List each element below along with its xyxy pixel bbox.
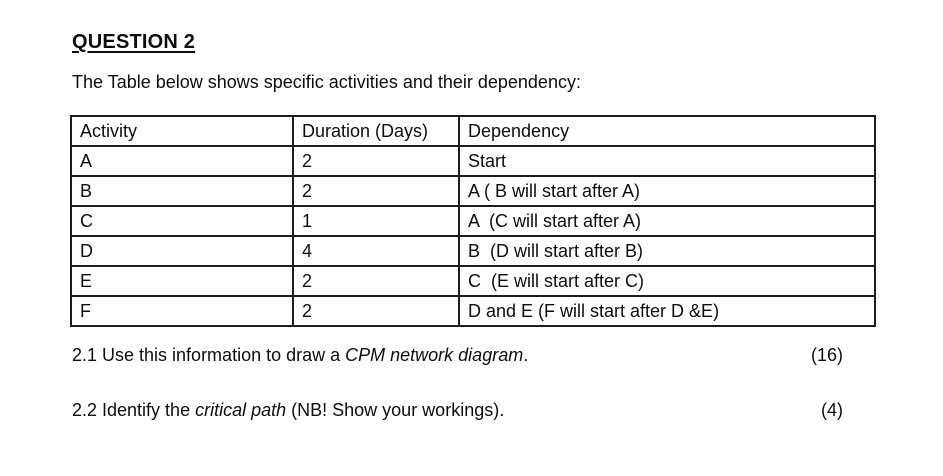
question-2-1-text: 2.1 Use this information to draw a CPM n… xyxy=(72,345,528,366)
table-cell: C xyxy=(70,205,294,237)
table-header-cell: Activity xyxy=(70,115,294,147)
question-2-2-marks: (4) xyxy=(821,400,843,420)
question-2-2-italic: critical path xyxy=(195,400,287,420)
table-cell: 4 xyxy=(292,235,460,267)
table-cell: B xyxy=(70,175,294,207)
table-cell: 2 xyxy=(292,145,460,177)
table-cell: 2 xyxy=(292,295,460,327)
table-cell: 1 xyxy=(292,205,460,237)
question-2-1-italic: CPM network diagram xyxy=(345,345,524,365)
question-2-2-prefix: 2.2 Identify the xyxy=(72,400,196,420)
question-heading: QUESTION 2 xyxy=(72,31,196,53)
question-2-2-suffix: (NB! Show your workings). xyxy=(286,400,505,420)
question-2-1-prefix: 2.1 Use this information to draw a xyxy=(72,345,346,365)
table-cell: 2 xyxy=(292,265,460,297)
question-2-2-row: 2.2 Identify the critical path (NB! Show… xyxy=(72,400,843,421)
table-cell: D and E (F will start after D &E) xyxy=(458,295,876,327)
table-cell: B (D will start after B) xyxy=(458,235,876,267)
table-cell: A xyxy=(70,145,294,177)
table-cell: C (E will start after C) xyxy=(458,265,876,297)
question-2-1-suffix: . xyxy=(523,345,529,365)
intro-text: The Table below shows specific activitie… xyxy=(72,72,581,92)
table-header-cell: Duration (Days) xyxy=(292,115,460,147)
table-cell: D xyxy=(70,235,294,267)
table-cell: A (C will start after A) xyxy=(458,205,876,237)
question-2-1-marks: (16) xyxy=(810,345,843,365)
table-header-cell: Dependency xyxy=(458,115,876,147)
table-cell: A ( B will start after A) xyxy=(458,175,876,207)
table-cell: E xyxy=(70,265,294,297)
table-cell: 2 xyxy=(292,175,460,207)
question-2-1-row: 2.1 Use this information to draw a CPM n… xyxy=(72,345,843,366)
table-cell: Start xyxy=(458,145,876,177)
table-cell: F xyxy=(70,295,294,327)
question-2-2-text: 2.2 Identify the critical path (NB! Show… xyxy=(72,400,504,421)
